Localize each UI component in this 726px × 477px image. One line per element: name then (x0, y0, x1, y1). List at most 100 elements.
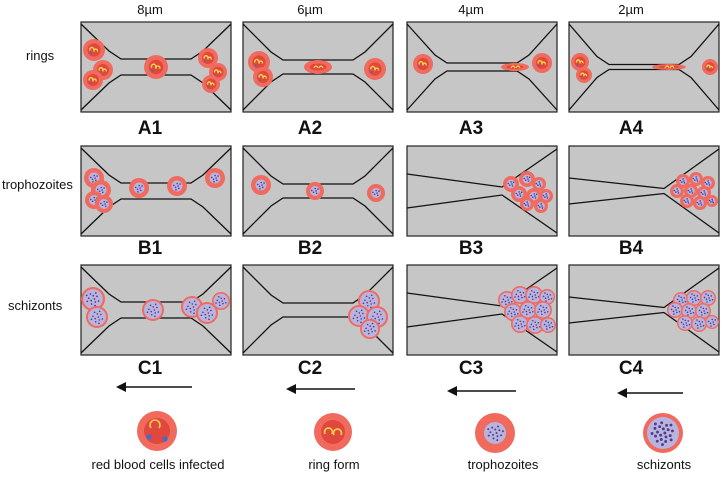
row-label-schizonts: schizonts (8, 298, 63, 313)
parasite-cell (142, 299, 164, 321)
schizont-icon (643, 413, 683, 453)
parasite-cell (129, 178, 149, 198)
parasite-cell (475, 413, 515, 453)
parasite-cell (95, 195, 113, 213)
parasite-cell (534, 301, 552, 319)
parasite-cell (525, 286, 543, 304)
flow-arrow-1-icon (116, 382, 192, 392)
ring-cell (83, 70, 103, 90)
parasite-cell (705, 315, 719, 329)
parasite-cell (706, 195, 718, 207)
panel-label-B2: B2 (298, 238, 322, 259)
parasite-cell (700, 290, 716, 306)
column-width-label-2: 6µm (297, 2, 323, 17)
parasite-cell (519, 171, 535, 187)
panel-label-C3: C3 (459, 358, 483, 379)
parasite-cell (691, 316, 707, 332)
panel-C4 (568, 264, 720, 356)
ring-cell (198, 48, 218, 68)
parasite-cell (534, 199, 548, 213)
panel-label-C2: C2 (298, 358, 322, 379)
panel-B3 (406, 145, 558, 237)
ring-cell (571, 53, 589, 71)
parasite-cell (251, 175, 271, 195)
panel-label-A4: A4 (619, 118, 644, 139)
ring-cell (253, 67, 273, 87)
parasite-cell (306, 182, 324, 200)
infected-cell-icon (137, 411, 177, 451)
channel-walls (406, 23, 558, 111)
panel-label-C4: C4 (619, 358, 644, 379)
channel-panels (80, 21, 720, 356)
panel-C1 (80, 264, 232, 356)
panel-label-A2: A2 (298, 118, 322, 139)
panel-label-A3: A3 (459, 118, 483, 139)
panel-label-B1: B1 (138, 238, 163, 259)
panel-A4 (568, 21, 720, 113)
row-label-trophozoites: trophozoites (2, 177, 73, 192)
parasite-cell (680, 194, 694, 208)
column-width-label-3: 4µm (458, 2, 484, 17)
panel-label-B4: B4 (619, 238, 644, 259)
parasite-cell (677, 315, 693, 331)
column-width-label-4: 2µm (618, 2, 644, 17)
panel-label-A1: A1 (138, 118, 163, 139)
panel-label-B3: B3 (459, 238, 483, 259)
panel-A1 (80, 21, 232, 113)
parasite-cell (212, 292, 230, 310)
parasite-cell (367, 184, 385, 202)
ring-cell (83, 39, 105, 61)
parasite-cell (196, 302, 218, 324)
panel-label-C1: C1 (138, 358, 163, 379)
parasite-cell (86, 306, 108, 328)
legend-icons (137, 411, 683, 453)
row-labels: rings trophozoites schizonts (2, 48, 73, 313)
parasite-cell (511, 315, 529, 333)
panel-B4 (568, 145, 720, 237)
channel-walls (568, 148, 720, 234)
ring-cell (364, 58, 386, 80)
flow-arrow-3-icon (447, 386, 516, 396)
squeezed-ring-cell (652, 64, 686, 70)
parasite-cell (360, 319, 380, 339)
column-width-labels: 8µm 6µm 4µm 2µm (137, 2, 644, 17)
flow-arrows (116, 382, 683, 398)
parasite-cell (689, 172, 703, 186)
channel-walls (406, 148, 558, 234)
parasite-cell (667, 302, 683, 318)
ring-cell (202, 75, 220, 93)
squeezed-ring-cell (304, 60, 332, 74)
flow-arrow-2-icon (286, 384, 355, 394)
parasite-cell (540, 317, 556, 333)
parasite-cell (532, 177, 546, 191)
channel-walls (568, 23, 720, 111)
panel-A2 (242, 21, 394, 113)
parasite-cell (695, 303, 711, 319)
parasite-cell (686, 290, 702, 306)
legend-labels: red blood cells infected ring form troph… (92, 457, 692, 472)
ring-cell (576, 67, 592, 83)
legend-label-ring-form: ring form (308, 457, 359, 472)
flow-arrow-4-icon (617, 388, 683, 398)
legend-label-trophozoites: trophozoites (468, 457, 539, 472)
parasite-cell (520, 197, 534, 211)
panel-A3 (406, 21, 558, 113)
legend-label-schizonts: schizonts (637, 457, 692, 472)
row-label-rings: rings (26, 48, 55, 63)
ring-cell (144, 55, 168, 79)
panel-C3 (406, 264, 558, 356)
ring-form-icon (314, 413, 352, 451)
parasite-cell (519, 301, 537, 319)
parasite-cell (511, 286, 529, 304)
parasite-cell (670, 184, 684, 198)
parasite-cell (81, 287, 105, 311)
ring-cell (413, 54, 433, 74)
squeezed-ring-cell (501, 63, 529, 71)
ring-cell (702, 59, 718, 75)
parasite-cell (511, 186, 527, 202)
panel-B1 (80, 145, 232, 237)
legend-label-infected: red blood cells infected (92, 457, 225, 472)
ring-cell (532, 53, 552, 73)
parasite-cell (693, 196, 707, 210)
